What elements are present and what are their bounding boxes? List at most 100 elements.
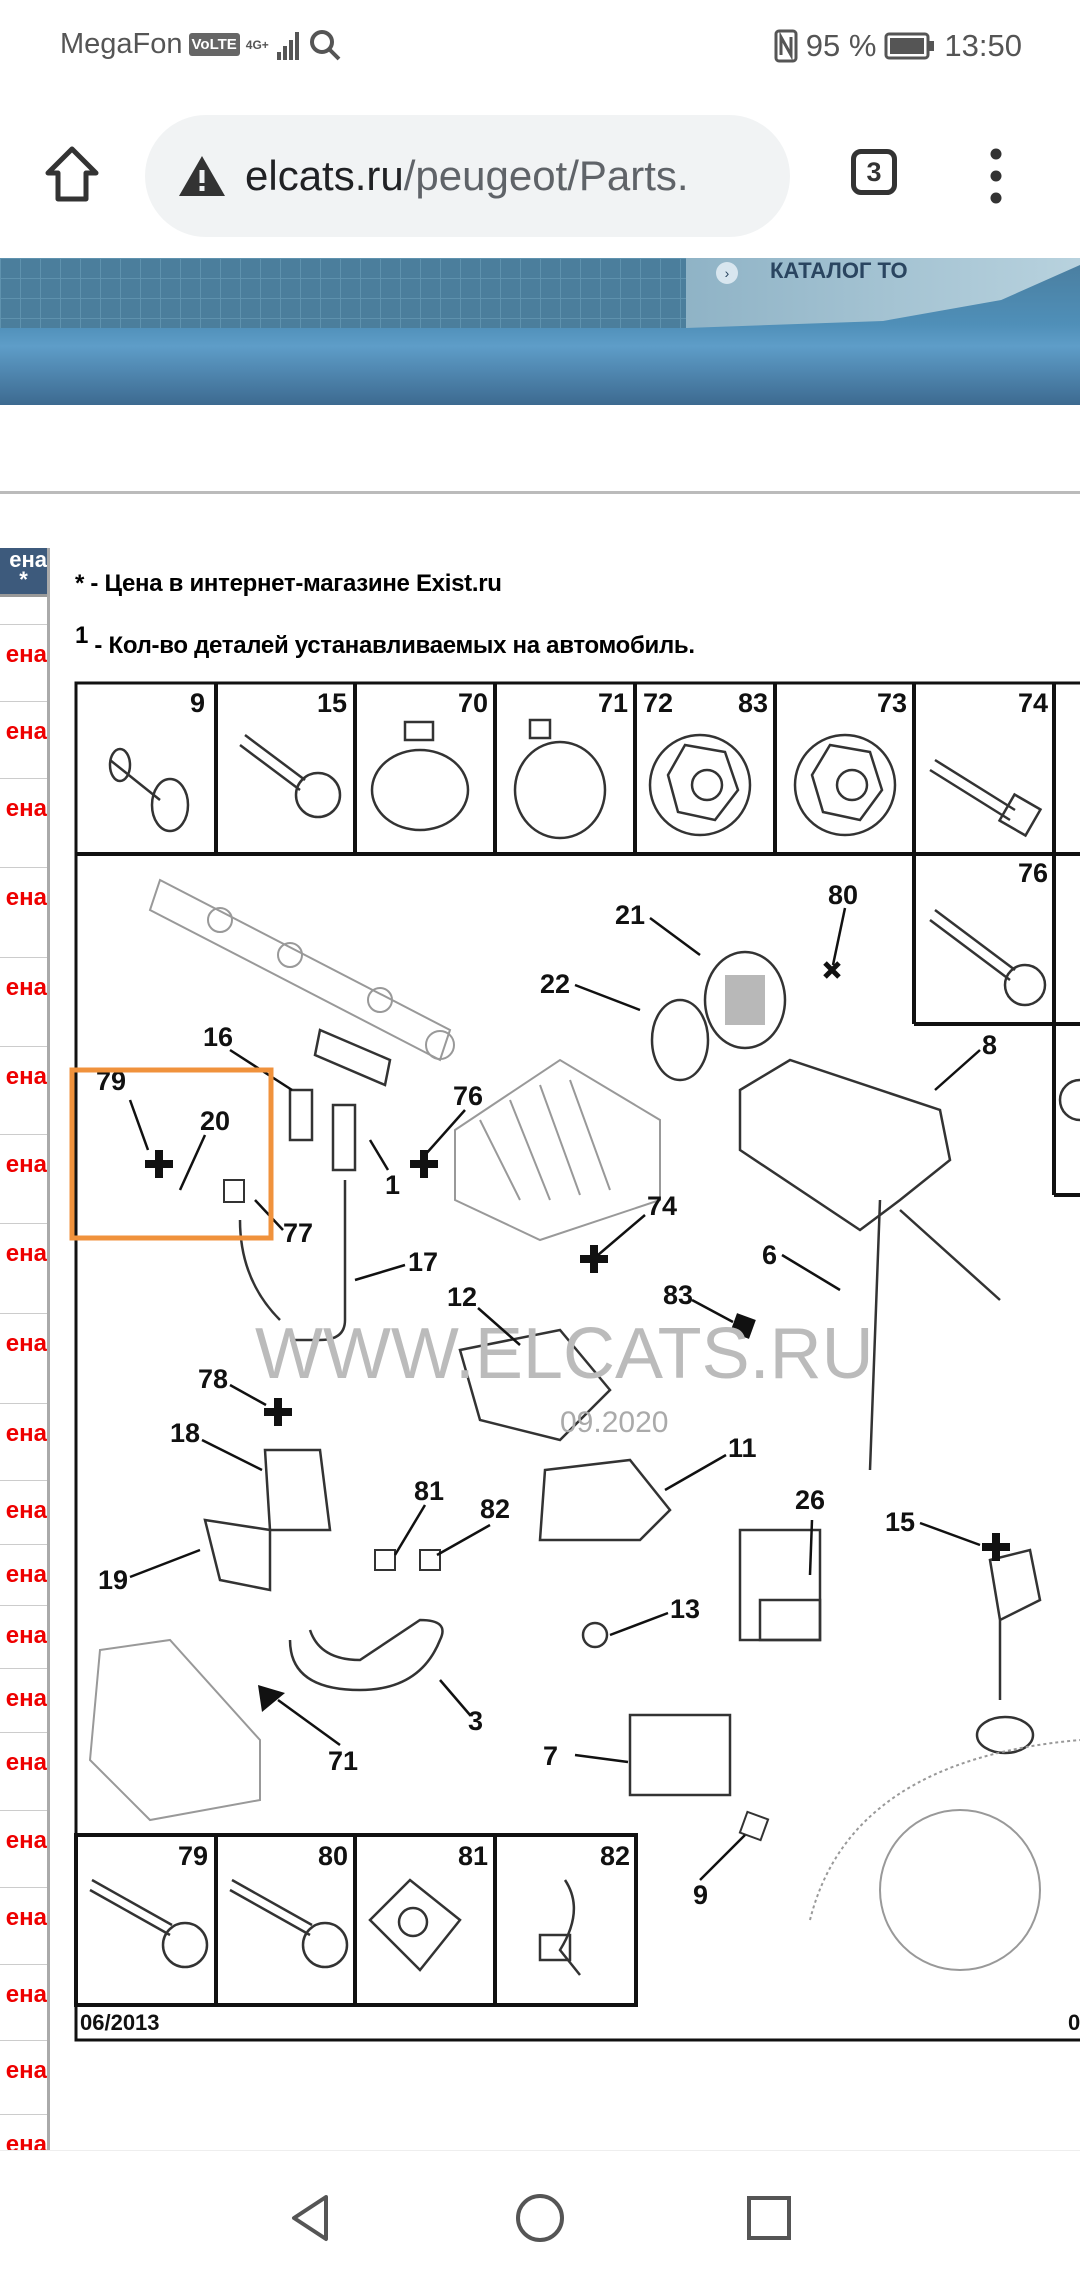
callout: 6 [762,1240,777,1270]
battery-percent: 95 % [805,28,877,63]
more-menu-icon[interactable] [984,145,1008,207]
price-link[interactable]: ена [0,1964,47,2025]
price-link[interactable]: ена [0,1810,47,1871]
price-header-mark: * [19,567,28,592]
cell-label: 71 [598,688,628,718]
warning-icon[interactable] [177,154,227,198]
callout: 81 [414,1476,444,1506]
price-link[interactable]: ена [0,778,47,839]
home-icon[interactable] [44,145,100,205]
callout: 19 [98,1565,128,1595]
callout: 1 [385,1170,400,1200]
highlight-box [69,1067,274,1241]
price-link[interactable]: ена [0,1480,47,1541]
price-link[interactable]: ена [0,701,47,762]
cell-label: 79 [178,1841,208,1871]
price-link[interactable]: ена [0,1544,47,1605]
callout: 26 [795,1485,825,1515]
tab-switcher-button[interactable]: 3 [851,149,897,195]
callout: 8 [982,1030,997,1060]
callout: 78 [198,1364,228,1394]
back-icon[interactable] [288,2193,332,2243]
callout: 3 [468,1706,483,1736]
callout: 15 [885,1507,915,1537]
price-header-label: ена [9,548,47,572]
nfc-icon [774,29,798,63]
price-link[interactable]: ена [0,1403,47,1464]
recents-icon[interactable] [746,2195,792,2241]
cell-label: 73 [877,688,907,718]
quantity-note-text: - Кол-во деталей устанавливаемых на авто… [88,632,695,659]
callout: 21 [615,900,645,930]
callout: 76 [453,1081,483,1111]
network-type: 4G+ [245,37,269,52]
cell-label: 74 [1018,688,1048,718]
date-right: 0 [1068,2010,1080,2035]
leader-lines [128,907,981,1881]
bottom-fastener-drawings [89,1878,581,1976]
price-link[interactable]: ена [0,957,47,1018]
price-link[interactable]: ена [0,1605,47,1666]
url-host: elcats.ru [245,152,404,199]
callout: 9 [693,1880,708,1910]
price-link[interactable]: ена [0,1668,47,1729]
cell-label: 15 [317,688,347,718]
callout: 20 [200,1106,230,1136]
site-banner: › КАТАЛОГ ТО [0,258,1080,405]
price-note: * - Цена в интернет-магазине Exist.ru [75,570,502,597]
callout: 11 [728,1433,757,1463]
cell-label: 72 [643,688,673,718]
address-bar[interactable]: elcats.ru/peugeot/Parts. [145,115,790,237]
search-icon [309,29,341,60]
callout: 74 [647,1191,677,1221]
cell-label: 82 [600,1841,630,1871]
watermark: WWW.ELCATS.RU [255,1314,874,1394]
callout: 82 [480,1494,510,1524]
callout: 16 [203,1022,233,1052]
browser-toolbar: elcats.ru/peugeot/Parts. 3 [0,95,1080,258]
callout-labels: 21 80 22 8 16 79 20 76 1 77 74 17 6 12 8… [96,880,997,1910]
price-link[interactable]: ена [0,867,47,928]
callout: 77 [283,1218,313,1248]
watermark-date: 09.2020 [560,1406,668,1439]
volte-icon: VoLTE [188,33,240,56]
quantity-note: 1 - Кол-во деталей устанавливаемых на ав… [75,622,695,660]
carrier-name: MegaFon [60,28,183,60]
signal-icon [276,31,299,60]
callout: 13 [670,1594,700,1624]
clock: 13:50 [944,28,1022,63]
cell-label: 80 [318,1841,348,1871]
arrow-right-icon[interactable]: › [716,262,738,284]
price-link[interactable]: ена [0,2040,47,2101]
url-path: /peugeot/Parts. [403,152,689,199]
price-link[interactable]: ена [0,1887,47,1948]
battery-icon [884,32,935,60]
price-link[interactable]: ена [0,1223,47,1284]
callout: 7 [543,1741,558,1771]
callout: 83 [663,1280,693,1310]
system-nav-bar [0,2150,1080,2281]
price-column-header: ена * [0,548,47,597]
date-left: 06/2013 [80,2010,160,2035]
price-link[interactable]: ена [0,624,47,685]
callout: 80 [828,880,858,910]
price-link[interactable]: ена [0,1313,47,1374]
price-link[interactable]: ена [0,2114,47,2150]
cell-label: 76 [1018,858,1048,888]
home-nav-icon[interactable] [515,2193,565,2243]
callout: 12 [447,1282,477,1312]
callout: 22 [540,969,570,999]
cell-label: 9 [190,688,205,718]
cell-label: 70 [458,688,488,718]
callout: 17 [408,1247,438,1277]
price-link[interactable]: ена [0,1134,47,1195]
price-link[interactable]: ена [0,1732,47,1793]
cell-label: 81 [458,1841,488,1871]
quantity-mark: 1 [75,622,89,649]
banner-pattern [0,258,686,328]
menu-link-catalog-to[interactable]: КАТАЛОГ ТО [770,258,908,283]
price-link[interactable]: ена [0,1046,47,1107]
callout: 18 [170,1418,200,1448]
